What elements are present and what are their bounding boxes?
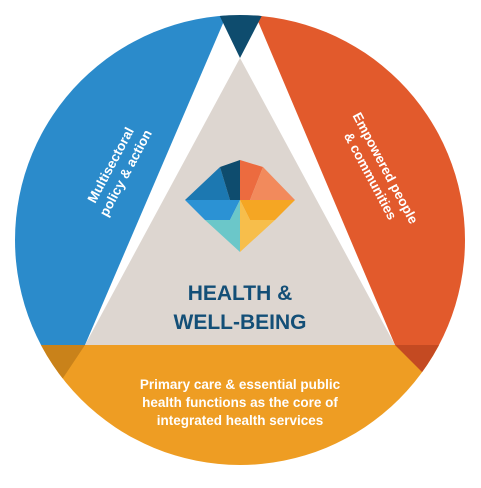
segment-label-primary-care-line3: integrated health services [157,413,324,428]
heart-icon [185,160,295,252]
top-wedge [212,15,270,58]
segment-label-primary-care-line2: health functions as the core of [142,395,338,410]
center-title-line2: WELL-BEING [174,311,307,334]
segment-label-primary-care-line1: Primary care & essential public [140,377,341,392]
center-title-line1: HEALTH & [188,282,293,305]
